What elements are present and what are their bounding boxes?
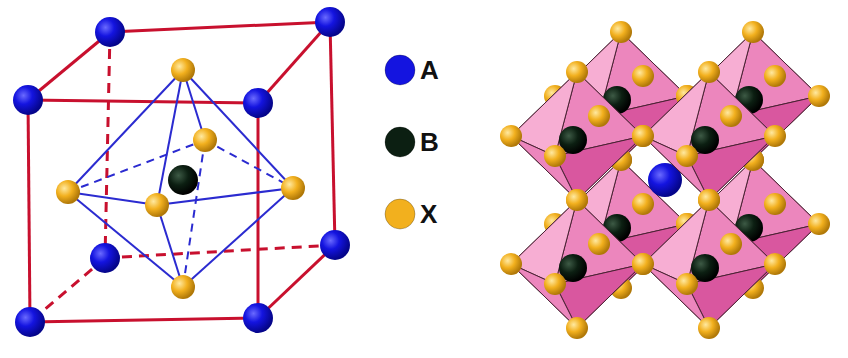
x-atom: [720, 105, 742, 127]
atoms: [13, 7, 350, 337]
x-atom: [698, 189, 720, 211]
x-atom: [588, 233, 610, 255]
legend-swatch: [385, 199, 415, 229]
legend-swatch: [385, 127, 415, 157]
x-atom: [720, 233, 742, 255]
legend-label: X: [420, 199, 437, 230]
x-atom: [544, 145, 566, 167]
x-atom: [566, 317, 588, 339]
x-atom: [808, 213, 830, 235]
legend-swatch: [385, 55, 415, 85]
x-atom: [764, 253, 786, 275]
legend-entry: A: [420, 50, 439, 90]
x-atom: [632, 125, 654, 147]
x-atom: [698, 189, 720, 211]
legend-label: A: [420, 55, 439, 86]
x-atom: [588, 233, 610, 255]
octahedron-edges: [68, 70, 293, 287]
x-atom: [500, 253, 522, 275]
x-atom: [588, 105, 610, 127]
legend-entry: X: [420, 194, 437, 234]
x-atom: [698, 317, 720, 339]
legend-swatches: [385, 55, 415, 229]
x-atom: [632, 65, 654, 87]
x-atom: [764, 193, 786, 215]
x-atom: [720, 233, 742, 255]
x-atom: [566, 61, 588, 83]
x-atom: [566, 189, 588, 211]
x-atom: [676, 273, 698, 295]
x-atom: [676, 145, 698, 167]
x-atom: [720, 105, 742, 127]
unit-cell: [28, 22, 335, 322]
x-atom: [742, 21, 764, 43]
x-atom: [588, 105, 610, 127]
x-atom: [764, 65, 786, 87]
x-atom: [632, 253, 654, 275]
x-atom: [500, 125, 522, 147]
octahedral-network: [500, 21, 830, 339]
x-atom: [566, 189, 588, 211]
x-atom: [808, 85, 830, 107]
legend-label: B: [420, 127, 439, 158]
x-atom: [632, 125, 654, 147]
x-atom: [610, 21, 632, 43]
x-atom: [632, 193, 654, 215]
x-atom: [632, 253, 654, 275]
x-atom: [698, 61, 720, 83]
x-atom: [544, 273, 566, 295]
x-atom: [764, 125, 786, 147]
legend-entry: B: [420, 122, 439, 162]
